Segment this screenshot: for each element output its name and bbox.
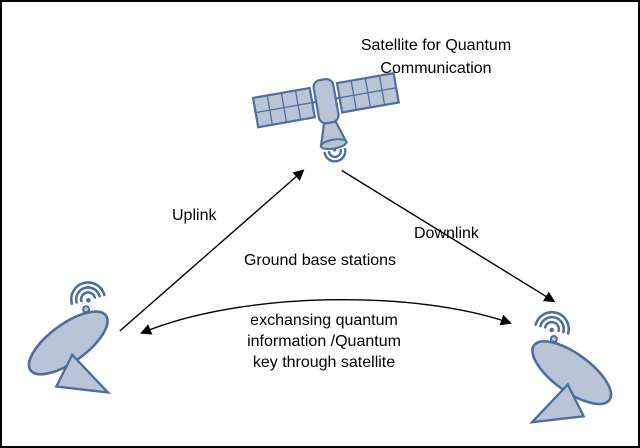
ground-station-left-icon	[18, 277, 119, 394]
ground-base-stations-label: Ground base stations	[243, 252, 397, 269]
satellite-icon	[251, 71, 401, 163]
ground-station-right-icon	[521, 307, 622, 424]
uplink-arrow	[119, 169, 305, 332]
downlink-label: Downlink	[414, 225, 479, 242]
exchange-arrow	[140, 298, 512, 335]
exchange-label: exchansing quantum information /Quantum …	[247, 312, 401, 371]
downlink-arrow	[341, 169, 556, 303]
satellite-label: Satellite for Quantum Communication	[360, 37, 512, 77]
uplink-label: Uplink	[172, 207, 217, 224]
